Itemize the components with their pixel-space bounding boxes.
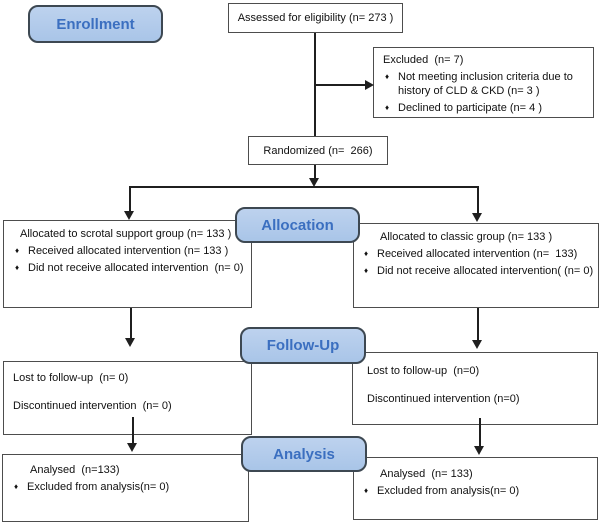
enrollment-stage-badge: Enrollment — [28, 5, 163, 43]
followup-left-line: Lost to follow-up (n= 0) — [13, 372, 129, 384]
bullet-diamond-icon: ♦ — [385, 72, 390, 81]
analysis-left-item: ♦ Excluded from analysis(n= 0) — [12, 480, 244, 494]
bullet-diamond-icon: ♦ — [364, 486, 369, 495]
bullet-diamond-icon: ♦ — [385, 103, 390, 112]
followup-right-line: Lost to follow-up (n=0) — [367, 365, 480, 377]
excluded-item: ♦ Not meeting inclusion criteria due to … — [383, 70, 588, 98]
allocation-right-item: ♦ Did not receive allocated intervention… — [362, 264, 594, 278]
analysis-right-title: Analysed (n= 133) — [380, 468, 473, 480]
followup-left-box: Lost to follow-up (n= 0) Discontinued in… — [3, 361, 252, 435]
followup-stage-badge: Follow-Up — [240, 327, 366, 364]
allocation-right-item-text: Did not receive allocated intervention( … — [377, 265, 594, 277]
analysis-left-box: Analysed (n=133) ♦ Excluded from analysi… — [2, 454, 249, 522]
allocation-stage-badge: Allocation — [235, 207, 360, 243]
bullet-diamond-icon: ♦ — [15, 246, 20, 255]
connector-followup-right-to-analysis — [479, 418, 481, 447]
allocation-right-item: ♦ Received allocated intervention (n= 13… — [362, 247, 594, 261]
arrowhead-down-icon — [472, 213, 482, 222]
arrowhead-down-icon — [125, 338, 135, 347]
excluded-item-text: Not meeting inclusion criteria due to hi… — [398, 71, 576, 97]
bullet-diamond-icon: ♦ — [364, 266, 369, 275]
randomized-text: Randomized (n= 266) — [263, 144, 373, 157]
analysis-right-item: ♦ Excluded from analysis(n= 0) — [362, 484, 593, 498]
arrowhead-down-icon — [472, 340, 482, 349]
allocation-left-item: ♦ Did not receive allocated intervention… — [13, 261, 247, 275]
assessed-eligibility-text: Assessed for eligibility (n= 273 ) — [237, 12, 394, 24]
connector-to-excluded — [315, 84, 365, 86]
allocation-right-title: Allocated to classic group (n= 133 ) — [380, 231, 553, 243]
connector-split-horizontal — [129, 186, 479, 188]
followup-right-box: Lost to follow-up (n=0) Discontinued int… — [352, 352, 598, 425]
analysis-right-box: Analysed (n= 133) ♦ Excluded from analys… — [353, 457, 598, 520]
allocation-right-item-text: Received allocated intervention (n= 133) — [377, 248, 578, 260]
bullet-diamond-icon: ♦ — [15, 263, 20, 272]
excluded-item: ♦ Declined to participate (n= 4 ) — [383, 101, 588, 115]
followup-right-line: Discontinued intervention (n=0) — [367, 393, 520, 405]
connector-allocation-right-to-followup — [477, 308, 479, 341]
analysis-right-item-text: Excluded from analysis(n= 0) — [377, 485, 520, 497]
arrowhead-down-icon — [124, 211, 134, 220]
randomized-box: Randomized (n= 266) — [248, 136, 388, 165]
bullet-diamond-icon: ♦ — [364, 249, 369, 258]
excluded-item-text: Declined to participate (n= 4 ) — [398, 102, 542, 114]
allocation-left-title: Allocated to scrotal support group (n= 1… — [20, 228, 232, 240]
connector-split-to-allocation-left — [129, 186, 131, 212]
arrowhead-down-icon — [309, 178, 319, 187]
allocation-left-item-text: Received allocated intervention (n= 133 … — [28, 245, 229, 257]
assessed-eligibility-box: Assessed for eligibility (n= 273 ) — [228, 3, 403, 33]
allocation-left-item: ♦ Received allocated intervention (n= 13… — [13, 244, 247, 258]
connector-randomized-to-split — [314, 165, 316, 179]
arrowhead-down-icon — [474, 446, 484, 455]
excluded-box: Excluded (n= 7) ♦ Not meeting inclusion … — [373, 47, 594, 118]
arrowhead-down-icon — [127, 443, 137, 452]
analysis-left-title: Analysed (n=133) — [30, 464, 120, 476]
analysis-left-item-text: Excluded from analysis(n= 0) — [27, 481, 170, 493]
analysis-stage-badge: Analysis — [241, 436, 367, 472]
connector-followup-left-to-analysis — [132, 417, 134, 444]
followup-left-line: Discontinued intervention (n= 0) — [13, 400, 172, 412]
allocation-left-item-text: Did not receive allocated intervention (… — [28, 262, 244, 274]
allocation-right-box: Allocated to classic group (n= 133 ) ♦ R… — [353, 223, 599, 308]
connector-allocation-left-to-followup — [130, 308, 132, 339]
arrowhead-right-icon — [365, 80, 374, 90]
excluded-title: Excluded (n= 7) — [383, 54, 464, 66]
allocation-left-box: Allocated to scrotal support group (n= 1… — [3, 220, 252, 308]
bullet-diamond-icon: ♦ — [14, 482, 19, 491]
connector-split-to-allocation-right — [477, 186, 479, 214]
